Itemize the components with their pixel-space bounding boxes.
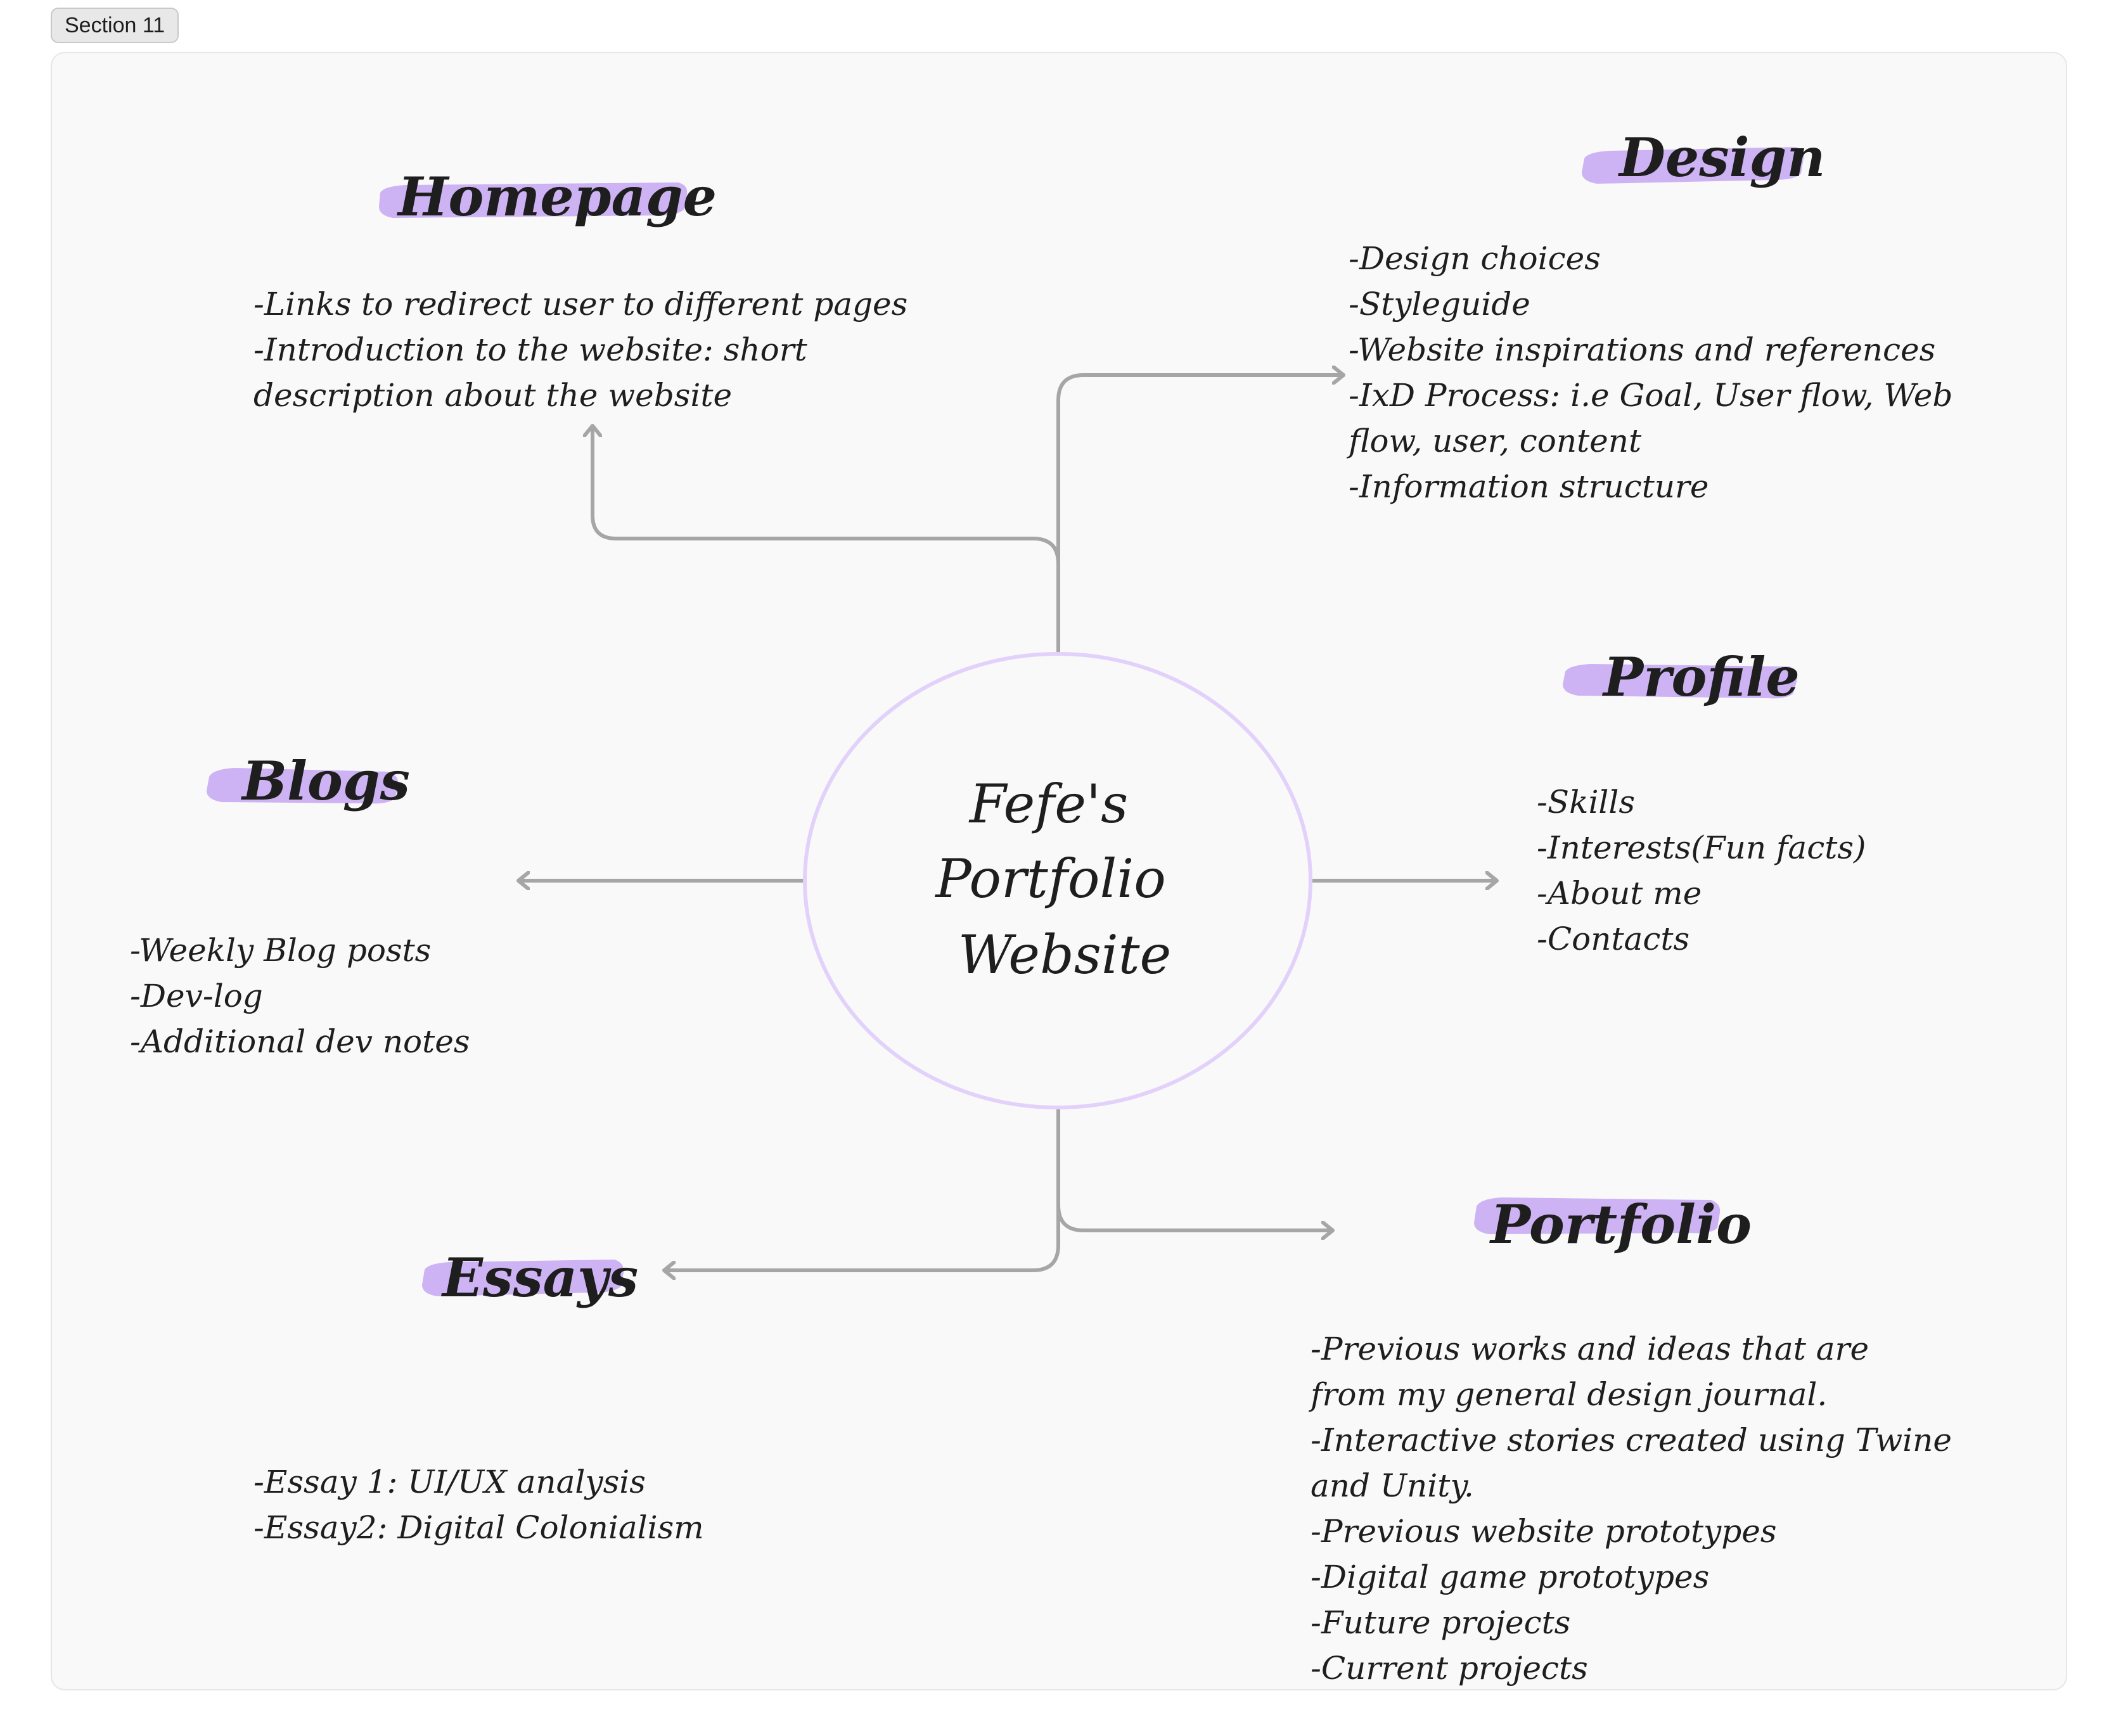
connector-design [1056,375,1345,653]
essays-line-1: -Essay 1: UI/UX analysis [253,1464,646,1500]
profile-line-4: -Contacts [1537,921,1689,957]
essays-node: Essays -Essay 1: UI/UX analysis -Essay2:… [253,1246,704,1546]
design-highlight [1582,147,1804,184]
profile-node: Profile -Skills -Interests(Fun facts) -A… [1537,646,1866,957]
profile-line-2: -Interests(Fun facts) [1537,829,1866,866]
design-title: Design [1618,126,1825,189]
blogs-node: Blogs -Weekly Blog posts -Dev-log -Addit… [130,750,470,1060]
center-line-3: Website [958,924,1171,986]
design-line-3: -Website inspirations and references [1349,331,1935,368]
portfolio-line-2: from my general design journal. [1308,1376,1827,1413]
portfolio-line-5: -Previous website prototypes [1311,1513,1777,1550]
portfolio-line-3: -Interactive stories created using Twine [1311,1422,1952,1458]
profile-title: Profile [1602,646,1800,708]
blogs-highlight [207,768,399,804]
connector-essays [662,1108,1060,1270]
portfolio-line-6: -Digital game prototypes [1311,1559,1709,1595]
portfolio-node: Portfolio -Previous works and ideas that… [1308,1193,1952,1687]
center-line-1: Fefe's [968,773,1128,835]
portfolio-highlight [1474,1197,1721,1234]
portfolio-line-4: and Unity. [1311,1467,1474,1504]
section-frame [51,52,2067,1690]
portfolio-line-7: -Future projects [1311,1604,1570,1641]
profile-line-3: -About me [1537,875,1702,912]
homepage-line-1: -Links to redirect user to different pag… [253,286,907,322]
connector-portfolio [1056,1108,1335,1230]
blogs-line-1: -Weekly Blog posts [130,932,431,969]
design-node: Design -Design choices -Styleguide -Webs… [1346,126,1952,505]
design-line-2: -Styleguide [1349,286,1530,322]
essays-line-2: -Essay2: Digital Colonialism [253,1509,704,1546]
center-line-2: Portfolio [934,848,1166,910]
homepage-line-3: description about the website [253,377,732,414]
essays-title: Essays [441,1246,638,1309]
blogs-line-2: -Dev-log [130,978,263,1014]
essays-highlight [422,1260,624,1296]
connectors [516,375,1499,1270]
highlight-swashes [207,147,1804,1296]
portfolio-line-1: -Previous works and ideas that are [1311,1331,1869,1367]
profile-line-1: -Skills [1537,784,1635,820]
homepage-line-2: -Introduction to the website: short [253,331,808,368]
blogs-title: Blogs [241,750,410,812]
design-line-1: -Design choices [1349,240,1601,277]
blogs-line-3: -Additional dev notes [130,1023,470,1060]
central-node: Fefe's Portfolio Website [803,652,1312,1109]
design-line-4: -IxD Process: i.e Goal, User flow, Web [1349,377,1952,414]
section-label[interactable]: Section 11 [51,8,179,43]
homepage-highlight [379,182,688,218]
central-circle [803,652,1312,1109]
design-line-5: flow, user, content [1346,423,1642,459]
connector-homepage [593,424,1060,653]
homepage-title: Homepage [397,165,717,228]
design-line-6: -Information structure [1349,468,1709,505]
homepage-node: Homepage -Links to redirect user to diff… [253,165,907,414]
profile-highlight [1563,664,1798,699]
portfolio-line-8: -Current projects [1311,1650,1588,1687]
portfolio-title: Portfolio [1489,1193,1752,1256]
